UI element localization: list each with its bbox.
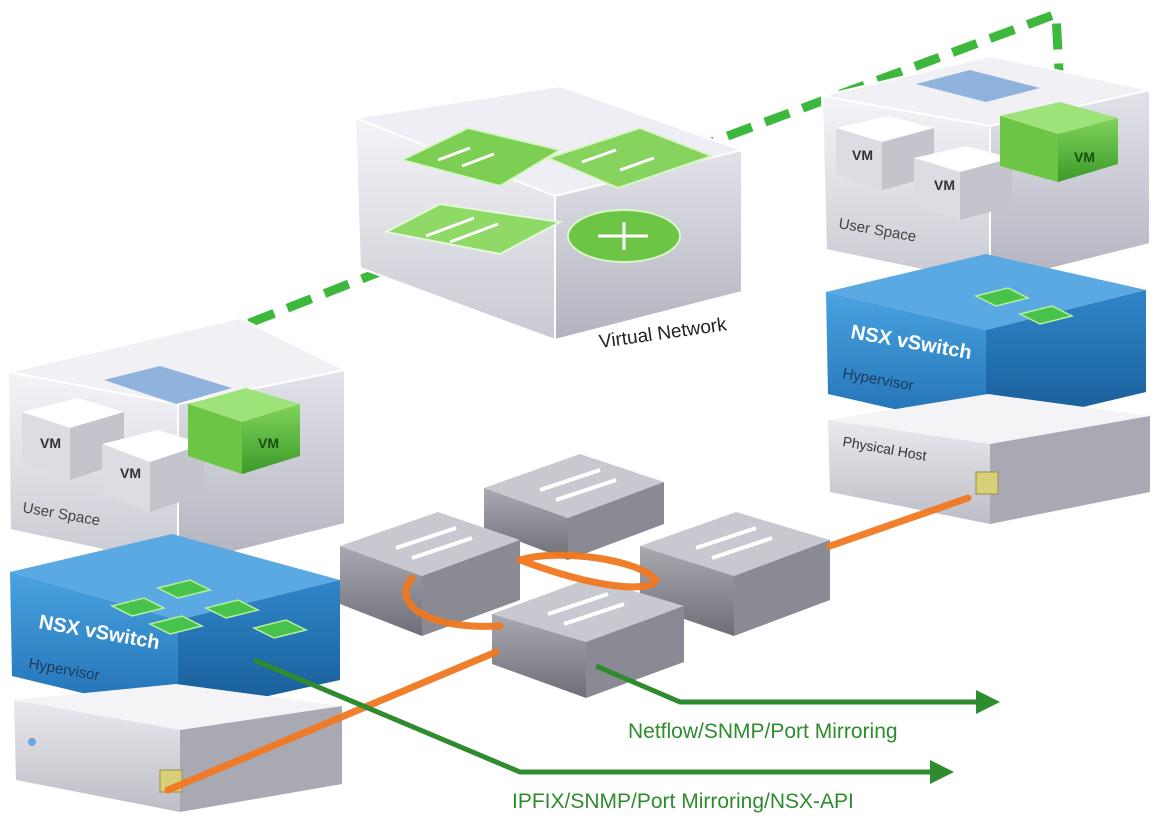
vm-label-6: VM: [1074, 149, 1095, 165]
uplink-left: [164, 648, 500, 794]
virtual-links: [243, 7, 1067, 405]
physical-links: [164, 494, 972, 794]
ipfix-label: IPFIX/SNMP/Port Mirroring/NSX-API: [512, 790, 854, 813]
vm-label-3: VM: [258, 435, 279, 451]
switch-top: [484, 454, 664, 560]
arrow-netflow: [595, 663, 976, 705]
arrow-ipfix: [253, 657, 930, 775]
right-host: VM VM VM User Space NSX vSwitch Hypervis…: [820, 54, 1151, 524]
left-host: VM VM VM User Space NSX vSwitch Hypervis…: [6, 316, 349, 812]
virtual-link-right: [688, 7, 1067, 155]
netflow-label: Netflow/SNMP/Port Mirroring: [628, 720, 898, 743]
virtual-network-box: Virtual Network: [351, 84, 746, 353]
vm-label-1: VM: [40, 435, 61, 451]
virtual-link-left: [243, 253, 417, 405]
switch-front: [492, 578, 684, 698]
switch-loop-1: [516, 551, 661, 591]
switch-right: [640, 512, 830, 636]
monitor-arrows: [253, 657, 976, 775]
switch-left: [340, 512, 520, 636]
vm-label-4: VM: [852, 147, 873, 163]
switch-loop-2: [402, 574, 504, 630]
uplink-right: [826, 494, 972, 550]
arrow-netflow-head: [976, 690, 1000, 714]
arrow-ipfix-head: [930, 760, 954, 784]
vm-label-5: VM: [934, 177, 955, 193]
physical-switches: [340, 454, 830, 698]
vm-label-2: VM: [120, 465, 141, 481]
